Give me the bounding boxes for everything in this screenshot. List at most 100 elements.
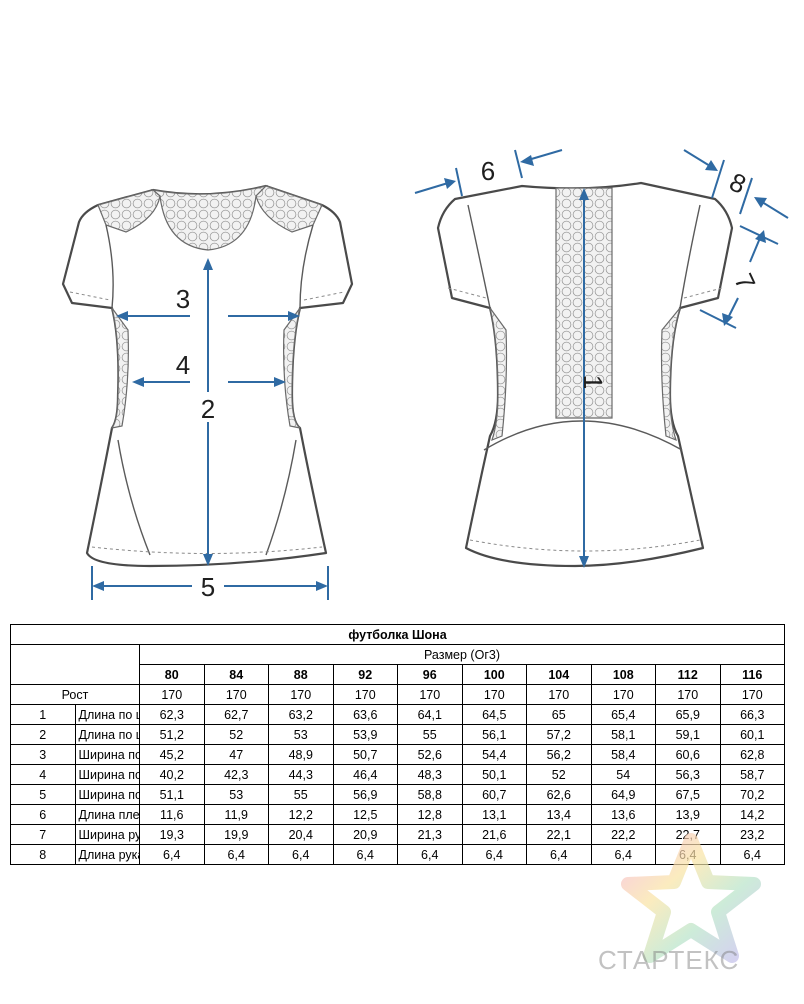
dim-back-length-arrow-bottom [579, 556, 589, 568]
measure-value-cell: 67,5 [655, 784, 721, 805]
measure-name-cell: Ширина под проймой 1/2 [74, 744, 140, 765]
size-header-cell: 100 [461, 664, 527, 685]
dim-shoulder-width-label: 3 [176, 284, 190, 314]
front-left-side-mesh [110, 307, 129, 429]
measure-value-cell: 60,7 [461, 784, 527, 805]
measure-value-cell: 42,3 [203, 764, 269, 785]
watermark-text: СТАРТЕКС [598, 945, 740, 975]
measure-value-cell: 46,4 [332, 764, 398, 785]
table-size-header: Размер (Ог3) [139, 644, 785, 665]
dim-shoulder-length-arrow-left [444, 178, 456, 189]
measure-value-cell: 51,2 [139, 724, 205, 745]
measure-name-cell: Ширина по бедрам 1/2 [74, 784, 140, 805]
dim-shoulder-width-arrow-right [288, 311, 300, 321]
size-header-cell: 116 [719, 664, 785, 685]
back-left-armhole-seam [467, 204, 491, 309]
measure-value-cell: 56,9 [332, 784, 398, 805]
measure-value-cell: 52 [203, 724, 269, 745]
height-value-cell: 170 [526, 684, 592, 705]
measure-value-cell: 14,2 [719, 804, 785, 825]
dim-shoulder-length-arrow-right [520, 155, 534, 166]
measure-value-cell: 11,9 [203, 804, 269, 825]
measure-value-cell: 64,1 [397, 704, 463, 725]
measure-value-cell: 47 [203, 744, 269, 765]
dim-front-length-arrow-top [203, 258, 213, 270]
measure-value-cell: 56,2 [526, 744, 592, 765]
dim-sleeve-length-arrow-bottom [754, 197, 767, 208]
measure-value-cell: 20,4 [268, 824, 334, 845]
dim-sleeve-length-line-top [683, 149, 711, 167]
measure-value-cell: 58,4 [590, 744, 656, 765]
dim-sleeve-length-line-bottom [761, 201, 789, 219]
measure-value-cell: 58,8 [397, 784, 463, 805]
dim-sleeve-length-arrow-top [705, 160, 718, 171]
dim-shoulder-length-tick-left [455, 167, 463, 197]
height-value-cell: 170 [332, 684, 398, 705]
dim-shoulder-length-tick-right [514, 149, 523, 179]
size-header-cell: 96 [397, 664, 463, 685]
measure-value-cell: 13,6 [590, 804, 656, 825]
table-corner-cell [10, 644, 140, 685]
dim-shoulder-length-label: 6 [481, 156, 495, 186]
measure-value-cell: 12,8 [397, 804, 463, 825]
measure-value-cell: 6,4 [332, 844, 398, 865]
dim-shoulder-length-line-left [414, 182, 449, 194]
front-left-shoulder-mesh [97, 189, 161, 233]
measure-value-cell: 59,1 [655, 724, 721, 745]
measure-value-cell: 53 [268, 724, 334, 745]
measure-value-cell: 54 [590, 764, 656, 785]
measure-number-cell: 2 [10, 724, 76, 745]
measure-value-cell: 6,4 [139, 844, 205, 865]
measure-value-cell: 62,7 [203, 704, 269, 725]
front-left-armhole-seam [105, 224, 114, 309]
measure-value-cell: 62,6 [526, 784, 592, 805]
measure-value-cell: 12,2 [268, 804, 334, 825]
front-right-armhole-seam [299, 224, 314, 309]
measure-value-cell: 56,3 [655, 764, 721, 785]
measure-name-cell: Длина по центру переда [74, 724, 140, 745]
watermark-star-logo [621, 833, 761, 963]
table-height-label: Рост [10, 684, 140, 705]
measure-value-cell: 65,4 [590, 704, 656, 725]
front-left-princess-seam [117, 439, 151, 556]
back-right-armhole-seam [679, 204, 701, 309]
measure-value-cell: 62,8 [719, 744, 785, 765]
dim-hip-width-label: 5 [201, 572, 215, 602]
measure-value-cell: 64,9 [590, 784, 656, 805]
measure-value-cell: 40,2 [139, 764, 205, 785]
height-value-cell: 170 [268, 684, 334, 705]
measure-value-cell: 56,1 [461, 724, 527, 745]
dim-front-length-arrow-bottom [203, 554, 213, 566]
height-value-cell: 170 [590, 684, 656, 705]
measure-value-cell: 6,4 [526, 844, 592, 865]
measure-value-cell: 53 [203, 784, 269, 805]
measure-value-cell: 13,9 [655, 804, 721, 825]
measure-value-cell: 63,6 [332, 704, 398, 725]
measure-value-cell: 11,6 [139, 804, 205, 825]
dim-waist-width-arrow-right [274, 377, 286, 387]
measure-value-cell: 65,9 [655, 704, 721, 725]
measure-value-cell: 52 [526, 764, 592, 785]
size-header-cell: 84 [203, 664, 269, 685]
measure-name-cell: Длина рукава [74, 844, 140, 865]
measure-value-cell: 6,4 [268, 844, 334, 865]
measure-value-cell: 48,3 [397, 764, 463, 785]
height-value-cell: 170 [397, 684, 463, 705]
measure-value-cell: 13,4 [526, 804, 592, 825]
measure-value-cell: 64,5 [461, 704, 527, 725]
height-value-cell: 170 [655, 684, 721, 705]
measure-value-cell: 53,9 [332, 724, 398, 745]
height-value-cell: 170 [719, 684, 785, 705]
dim-sleeve-length-tick-top [711, 159, 725, 199]
dim-sleeve-width-line-bottom [727, 297, 739, 319]
measure-name-cell: Ширина по талии 1/2 [74, 764, 140, 785]
back-left-side-mesh [489, 307, 508, 442]
back-left-sleeve-stitch [447, 287, 487, 299]
measure-value-cell: 19,3 [139, 824, 205, 845]
measure-value-cell: 60,1 [719, 724, 785, 745]
measure-value-cell: 22,1 [526, 824, 592, 845]
